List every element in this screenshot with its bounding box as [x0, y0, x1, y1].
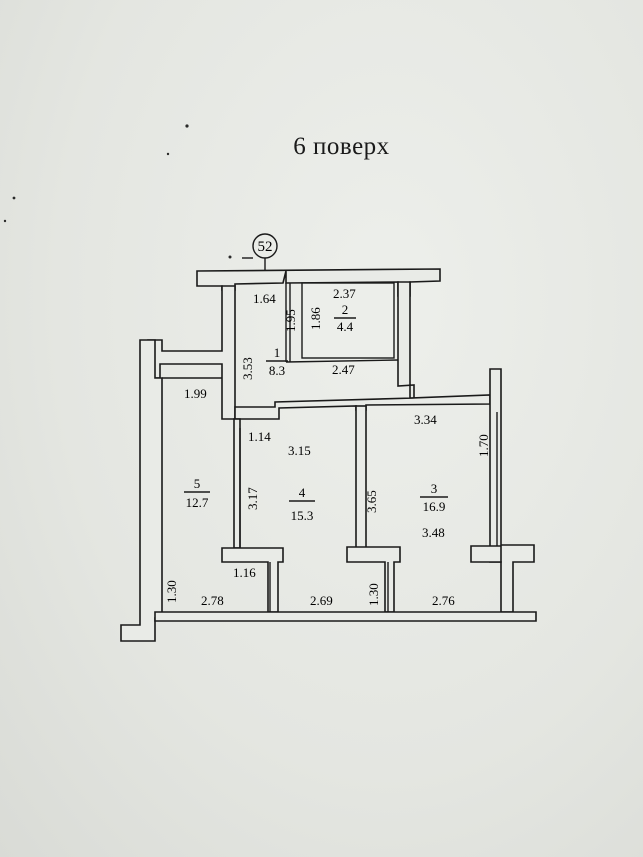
- dim-3-65: 3.65: [364, 490, 379, 513]
- apartment-number-circle: [252, 233, 278, 259]
- bottom-exterior-wall: [154, 611, 537, 622]
- dim-3-53: 3.53: [240, 357, 255, 380]
- room-label-1: 1 8.3: [266, 345, 288, 378]
- room-5-number: 5: [194, 476, 201, 491]
- apartment-number: 52: [258, 239, 273, 255]
- dim-1-99: 1.99: [184, 386, 207, 401]
- wall-line: [285, 359, 399, 363]
- dim-2-37: 2.37: [333, 286, 356, 301]
- room-4-area: 15.3: [291, 508, 314, 523]
- dim-1-70: 1.70: [476, 434, 491, 457]
- floor-title: 6 поверх: [293, 133, 390, 160]
- speck: [166, 152, 170, 156]
- speck: [12, 196, 16, 200]
- dim-1-95: 1.95: [283, 309, 298, 332]
- dim-1-86: 1.86: [308, 307, 323, 330]
- room-3-number: 3: [431, 481, 438, 496]
- dim-3-15: 3.15: [288, 443, 311, 458]
- dim-3-48: 3.48: [422, 525, 445, 540]
- room-2-number: 2: [342, 302, 349, 317]
- pier-left: [221, 547, 284, 613]
- room-label-5: 5 12.7: [184, 476, 210, 510]
- room-5-area: 12.7: [186, 495, 209, 510]
- room-2-area: 4.4: [337, 319, 354, 334]
- room-label-3: 3 16.9: [420, 481, 448, 514]
- room-1-number: 1: [274, 345, 281, 360]
- partition-4-3: [355, 405, 367, 549]
- dim-3-34: 3.34: [414, 412, 437, 427]
- pier-right: [470, 545, 502, 563]
- room-label-4: 4 15.3: [289, 485, 315, 523]
- room-4-number: 4: [299, 485, 306, 500]
- dim-1-30-left: 1.30: [164, 580, 179, 603]
- dim-1-30-right: 1.30: [366, 583, 381, 606]
- room-1-area: 8.3: [269, 363, 285, 378]
- dim-2-69: 2.69: [310, 593, 333, 608]
- left-exterior-wall: [120, 339, 163, 642]
- room-2-outline: [301, 282, 395, 359]
- dim-2-76: 2.76: [432, 593, 455, 608]
- partition-5-4: [233, 418, 241, 549]
- dim-2-47: 2.47: [332, 362, 355, 377]
- dim-2-78: 2.78: [201, 593, 224, 608]
- room-label-2: 2 4.4: [334, 302, 356, 334]
- room-3-area: 16.9: [423, 499, 446, 514]
- dim-3-17: 3.17: [245, 487, 260, 510]
- dim-1-64: 1.64: [253, 291, 276, 306]
- dim-1-16: 1.16: [233, 565, 256, 580]
- speck: [3, 219, 7, 223]
- speck: [185, 124, 189, 128]
- speck: [228, 255, 232, 259]
- dim-1-14: 1.14: [248, 429, 271, 444]
